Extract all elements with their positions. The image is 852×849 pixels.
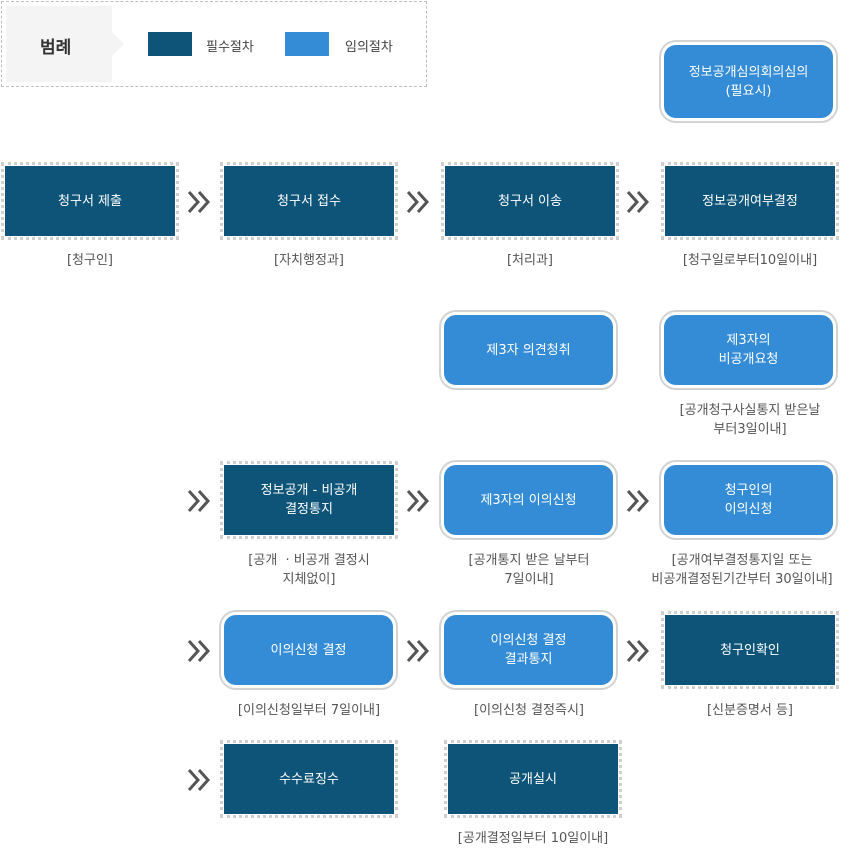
step-third-party-opinion: 제3자 의견청취 — [444, 315, 613, 385]
note-third-party-objection: [공개통지 받은 날부터 7일이내] — [468, 553, 590, 587]
step-submit: 청구서 제출 — [1, 162, 179, 240]
step-objection-result-notice: 이의신청 결정 결과통지 — [444, 615, 613, 685]
legend-title-background — [6, 6, 112, 82]
note-receive: [자치행정과] — [274, 253, 344, 268]
note-decision: [청구일로부터10일이내] — [682, 253, 818, 268]
step-decision: 정보공개여부결정 — [661, 162, 839, 240]
step-receive: 청구서 접수 — [220, 162, 398, 240]
step-disclosure-notice: 정보공개 - 비공개 결정통지 — [220, 461, 398, 539]
legend-optional-swatch — [285, 32, 329, 56]
legend-required-swatch — [148, 32, 192, 56]
note-disclosure: [공개결정일부터 10일이내] — [457, 831, 609, 846]
double-chevron-icon — [626, 190, 650, 214]
double-chevron-icon — [187, 639, 211, 663]
step-transfer: 청구서 이송 — [441, 162, 619, 240]
note-objection-decision: [이의신청일부터 7일이내] — [237, 703, 381, 718]
double-chevron-icon — [187, 190, 211, 214]
note-objection-result-notice: [이의신청 결정즉시] — [474, 703, 584, 718]
double-chevron-icon — [626, 639, 650, 663]
step-disclosure: 공개실시 — [444, 740, 622, 818]
note-third-party-request: [공개청구사실통지 받은날 부터3일이내] — [679, 403, 821, 437]
step-review-committee: 정보공개심의회의심의 (필요시) — [664, 45, 833, 118]
legend-title: 범례 — [40, 38, 72, 58]
double-chevron-icon — [406, 639, 430, 663]
step-third-party-objection: 제3자의 이의신청 — [444, 465, 613, 535]
note-requester-check: [신분증명서 등] — [706, 703, 794, 718]
note-disclosure-notice: [공개 · 비공개 결정시 지체없이] — [248, 553, 370, 587]
legend: 범례 필수절차 임의절차 — [1, 1, 427, 87]
step-requester-objection: 청구인의 이의신청 — [664, 465, 833, 535]
double-chevron-icon — [406, 190, 430, 214]
double-chevron-icon — [406, 489, 430, 513]
legend-required-label: 필수절차 — [206, 40, 254, 55]
legend-optional-label: 임의절차 — [345, 40, 393, 55]
note-transfer: [처리과] — [506, 253, 554, 268]
step-objection-decision: 이의신청 결정 — [224, 615, 393, 685]
double-chevron-icon — [187, 768, 211, 792]
step-fee-collection: 수수료징수 — [220, 740, 398, 818]
double-chevron-icon — [187, 489, 211, 513]
legend-pointer — [112, 32, 124, 56]
double-chevron-icon — [626, 489, 650, 513]
step-requester-check: 청구인확인 — [661, 611, 839, 689]
note-submit: [청구인] — [66, 253, 114, 268]
step-third-party-nondisclosure-request: 제3자의 비공개요청 — [664, 315, 833, 385]
note-requester-objection: [공개여부결정통지일 또는 비공개결정된기간부터 30일이내] — [651, 553, 833, 587]
